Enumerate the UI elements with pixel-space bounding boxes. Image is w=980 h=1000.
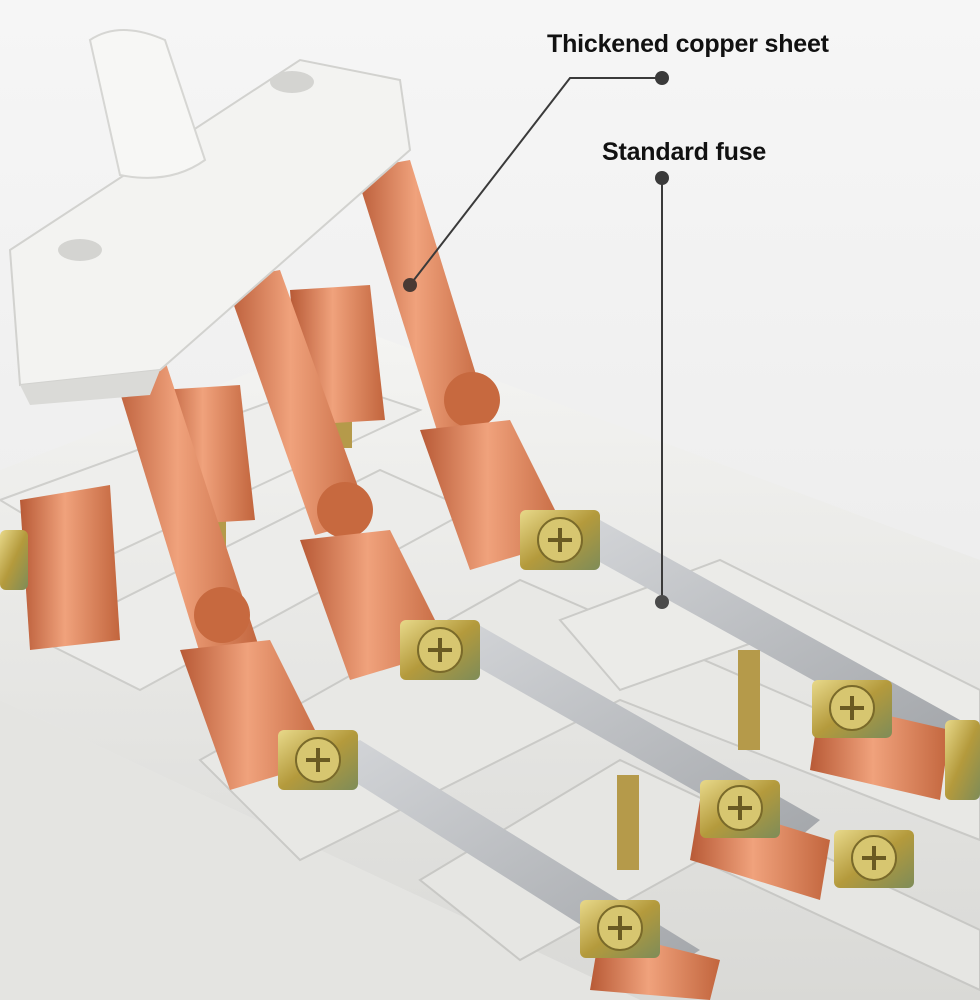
terminal-screws: [0, 510, 980, 958]
callout-lines: [403, 71, 669, 609]
standard-fuse-callout-label: Standard fuse: [602, 138, 767, 166]
copper-blades: [110, 160, 500, 670]
porcelain-handle: [8, 29, 412, 405]
copper-sheet-callout-label: Thickened copper sheet: [547, 30, 829, 58]
